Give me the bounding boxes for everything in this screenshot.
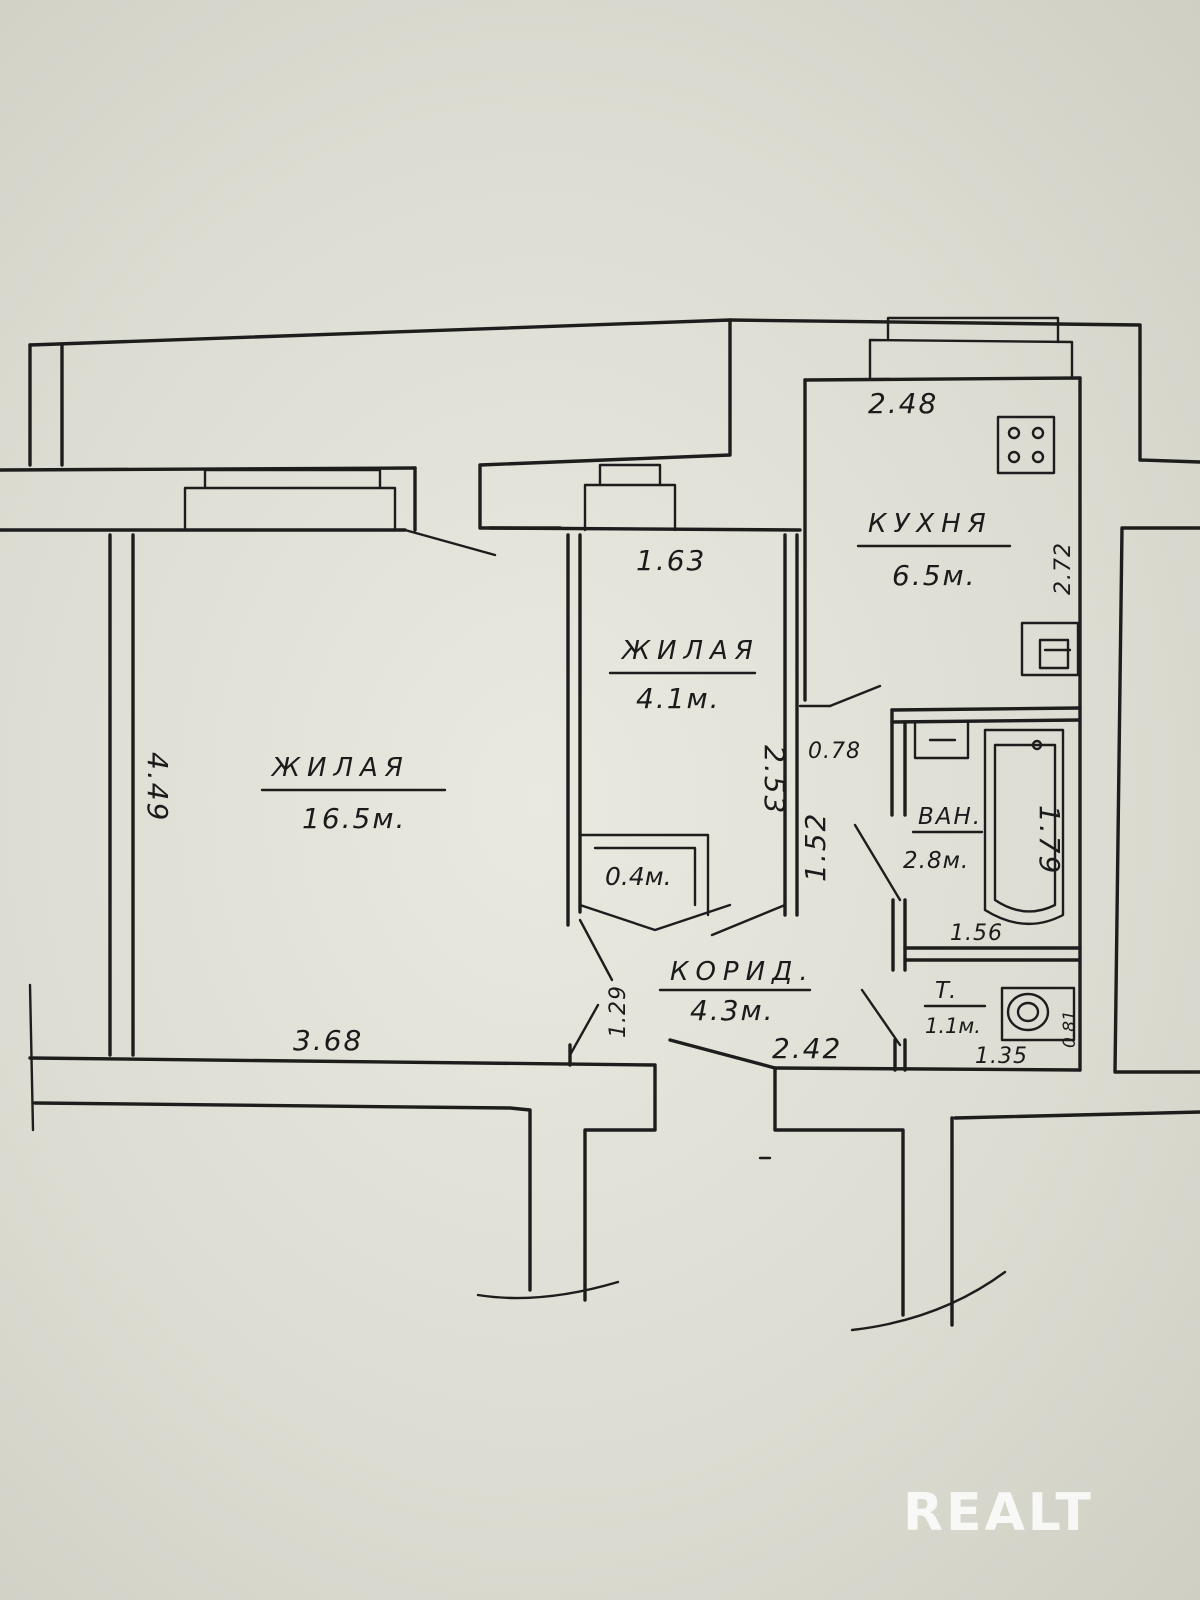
- wc-name: Т.: [935, 978, 956, 1004]
- dim-corridor-depth: 1.52: [799, 812, 832, 882]
- dim-corridor-width: 2.42: [772, 1032, 842, 1065]
- dim-large-room-width: 3.68: [293, 1024, 363, 1057]
- dim-large-room-depth: 4.49: [141, 752, 174, 822]
- living-small-name: ЖИЛАЯ: [620, 636, 760, 666]
- corridor-area: 4.3м.: [690, 994, 775, 1027]
- realt-watermark: REALT: [903, 1483, 1094, 1543]
- dim-wc-width: 1.35: [975, 1044, 1028, 1069]
- dim-small-room-depth: 2.53: [758, 745, 791, 815]
- small-room-walls: [488, 463, 802, 1067]
- dim-small-room-width: 1.63: [636, 544, 706, 577]
- dim-kitchen-depth: 2.72: [1051, 542, 1076, 595]
- room-label-living-small: ЖИЛАЯ 4.1м.: [608, 636, 760, 715]
- balcony-wall: [28, 318, 732, 530]
- bottom-wall-left: [28, 1056, 657, 1302]
- bath-area: 2.8м.: [903, 848, 969, 874]
- dim-kitchen-width: 2.48: [868, 387, 938, 420]
- right-wall: [1113, 526, 1200, 1074]
- bottom-wall-right: [668, 1038, 1200, 1332]
- room-label-wc: Т. 1.1м.: [923, 978, 987, 1038]
- room-label-closet: 0.4м.: [605, 862, 672, 891]
- corridor-name: КОРИД.: [670, 957, 815, 987]
- living-small-area: 4.1м.: [636, 682, 721, 715]
- living-large-name: ЖИЛАЯ: [270, 753, 410, 783]
- large-room-left-wall: [28, 533, 135, 1132]
- closet-area: 0.4м.: [605, 862, 672, 891]
- bathroom-walls: [853, 706, 1082, 1072]
- dim-bath-depth: 1.79: [1033, 805, 1066, 875]
- room-label-living-large: ЖИЛАЯ 16.5м.: [260, 753, 447, 835]
- room-label-kitchen: КУХНЯ 6.5м.: [856, 509, 1012, 592]
- living-large-area: 16.5м.: [302, 802, 406, 835]
- kitchen-area: 6.5м.: [892, 559, 977, 592]
- room-label-bath: ВАН. 2.8м.: [903, 804, 984, 874]
- kitchen-walls: [728, 316, 1200, 1072]
- dim-wc-depth: 0.81: [1060, 1010, 1080, 1048]
- large-room-top-wall: [0, 466, 497, 557]
- dim-bath-width: 1.56: [950, 921, 1003, 946]
- dim-corridor-side: 1.29: [606, 985, 631, 1038]
- kitchen-name: КУХНЯ: [868, 509, 993, 539]
- room-label-corridor: КОРИД. 4.3м.: [658, 957, 815, 1027]
- dim-opening: 0.78: [808, 739, 861, 764]
- bath-name: ВАН.: [918, 804, 982, 830]
- wc-area: 1.1м.: [925, 1014, 981, 1038]
